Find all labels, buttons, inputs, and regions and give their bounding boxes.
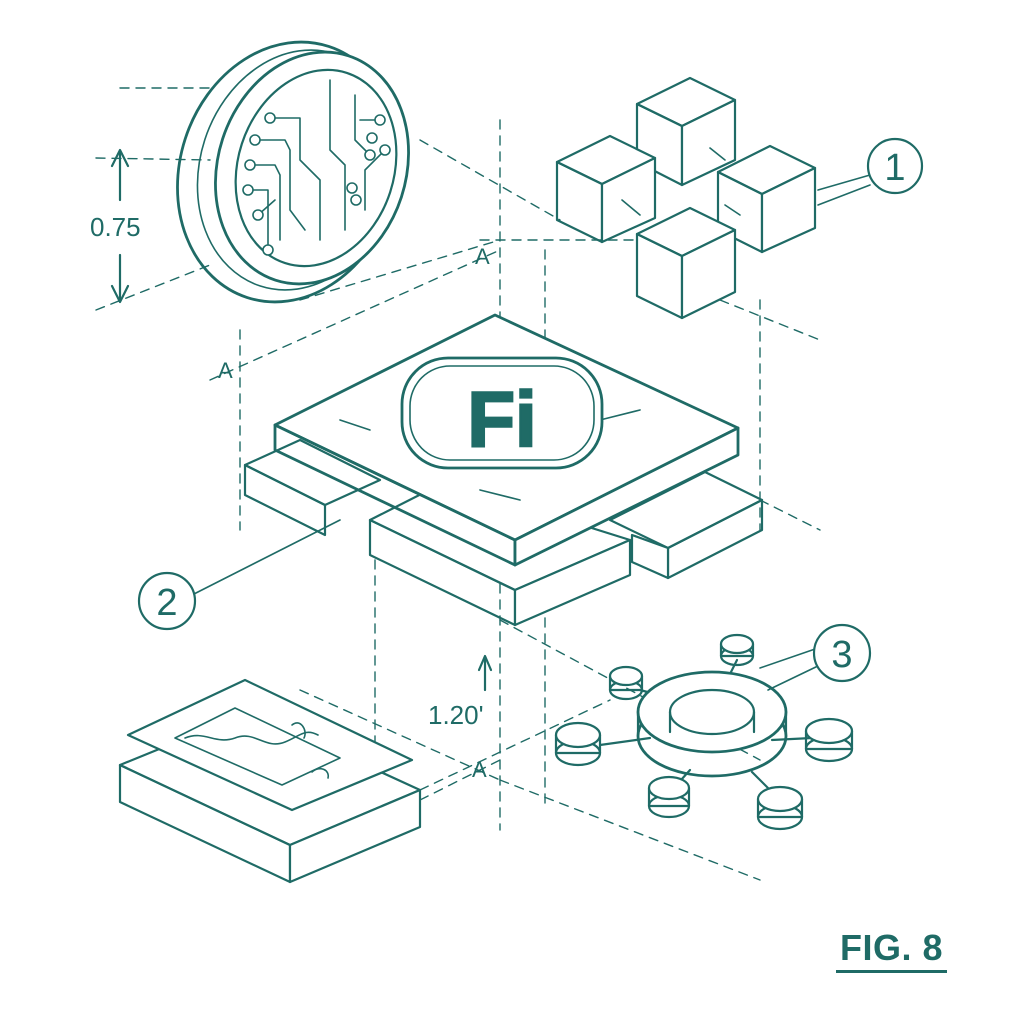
callout-2-number: 2: [156, 582, 177, 624]
hub-nodes: [554, 633, 854, 831]
dimension-height-bottom: 1.20': [428, 654, 493, 730]
block-cluster: [555, 76, 817, 320]
document-base: [118, 678, 422, 884]
cube-top: [635, 76, 737, 187]
platform-stack: Fi: [243, 313, 764, 627]
cube-left: [555, 134, 657, 244]
section-mark-lower-center: A: [472, 757, 487, 782]
node-top: [719, 633, 755, 667]
slab-lower-left: [243, 438, 382, 537]
node-right: [804, 717, 854, 763]
node-upper-left: [608, 665, 644, 701]
circuit-traces: [242, 79, 391, 256]
network-hub: [554, 633, 854, 831]
circuit-coin: [176, 40, 410, 304]
cube-bottom: [635, 206, 737, 320]
callout-2: 2: [137, 519, 341, 631]
section-mark-upper-right: A: [475, 244, 490, 269]
dimension-label-top: 0.75: [90, 212, 141, 242]
callout-1-number: 1: [884, 147, 905, 189]
slab-lower-center: [368, 480, 632, 627]
hub-gear: [636, 670, 788, 778]
node-lower-left: [647, 775, 691, 819]
node-lower-right: [756, 785, 804, 831]
dimension-height-top: 0.75: [90, 148, 141, 304]
dimension-label-bottom: 1.20': [428, 700, 484, 730]
node-left: [554, 721, 602, 767]
section-mark-mid-left: A: [218, 358, 233, 383]
callout-1: 1: [817, 137, 924, 206]
callout-3-number: 3: [831, 634, 852, 676]
fi-logo-badge: Fi: [400, 356, 604, 470]
figure-caption: FIG. 8: [836, 928, 948, 973]
callout-3: 3: [759, 623, 872, 691]
fi-logo-text: Fi: [467, 375, 536, 463]
cube-right: [716, 144, 817, 254]
